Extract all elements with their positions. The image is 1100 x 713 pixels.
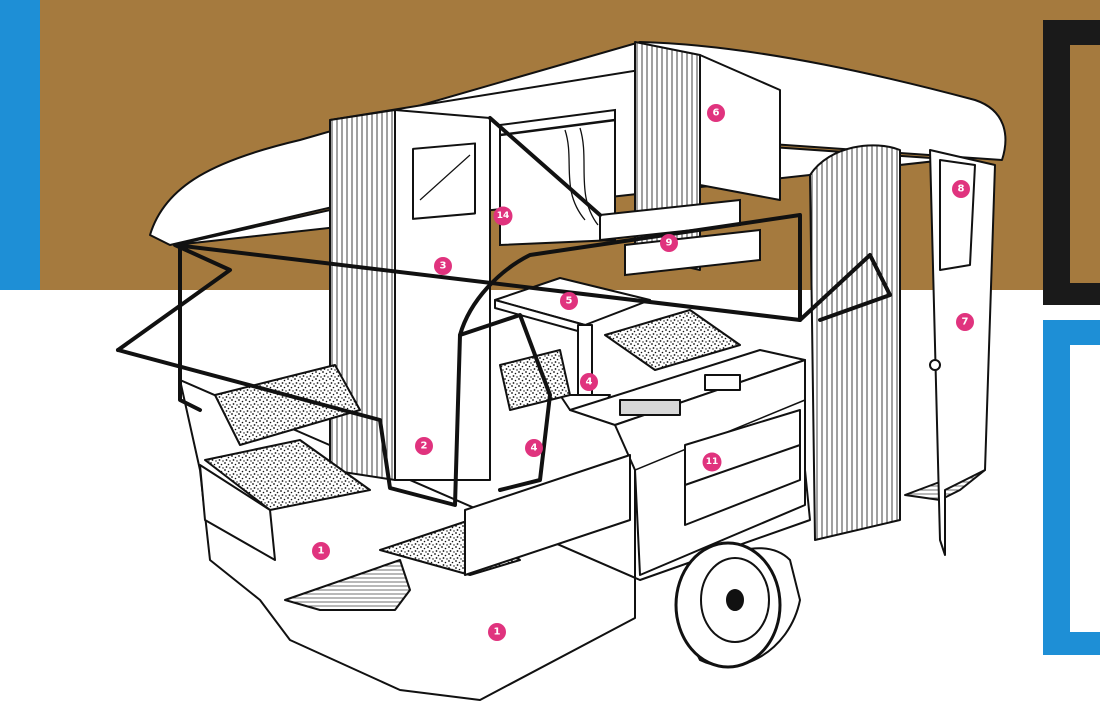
shelf-unit [599, 198, 761, 277]
dinette-seats [199, 309, 741, 576]
callout-8[interactable]: 8 [952, 180, 970, 198]
callout-label: 4 [531, 443, 538, 454]
callout-label: 2 [421, 441, 428, 452]
callout-5[interactable]: 5 [560, 292, 578, 310]
callout-label: 7 [962, 317, 969, 328]
right-black-frame [1043, 20, 1100, 305]
callout-9[interactable]: 9 [660, 234, 678, 252]
callout-7[interactable]: 7 [956, 313, 974, 331]
frame-tubing [116, 116, 892, 507]
callout-label: 1 [318, 546, 325, 557]
callout-label: 1 [494, 627, 501, 638]
callout-label: 4 [586, 377, 593, 388]
left-seat-back [214, 364, 361, 446]
callout-6[interactable]: 6 [707, 104, 725, 122]
entrance-door [809, 144, 996, 556]
callout-1-front-right[interactable]: 1 [488, 623, 506, 641]
callout-label: 8 [958, 184, 965, 195]
rear-seat-cushion [499, 349, 571, 411]
callout-label: 6 [713, 108, 720, 119]
left-blue-stripe [0, 0, 40, 290]
callout-3[interactable]: 3 [434, 257, 452, 275]
callout-14[interactable]: 14 [493, 206, 513, 226]
wardrobe-locker [329, 109, 491, 481]
callout-label: 3 [440, 261, 447, 272]
callout-4-right[interactable]: 4 [580, 373, 598, 391]
callout-label: 11 [706, 457, 719, 467]
callout-label: 9 [666, 238, 673, 249]
callout-4-left[interactable]: 4 [525, 439, 543, 457]
right-seat-cushion [604, 309, 741, 371]
right-blue-frame [1043, 320, 1100, 655]
callout-1-front-left[interactable]: 1 [312, 542, 330, 560]
callout-label: 5 [566, 296, 573, 307]
callouts: 1 1 2 3 4 4 5 6 7 8 9 11 [312, 104, 974, 641]
floor [284, 559, 411, 611]
left-seat-box [199, 464, 276, 561]
callout-label: 14 [497, 211, 510, 221]
front-seat-back [464, 454, 631, 576]
wheel [674, 541, 802, 669]
kitchen-unit [569, 349, 806, 576]
callout-11[interactable]: 11 [702, 452, 722, 472]
callout-2[interactable]: 2 [415, 437, 433, 455]
left-seat-cushion [204, 439, 371, 511]
